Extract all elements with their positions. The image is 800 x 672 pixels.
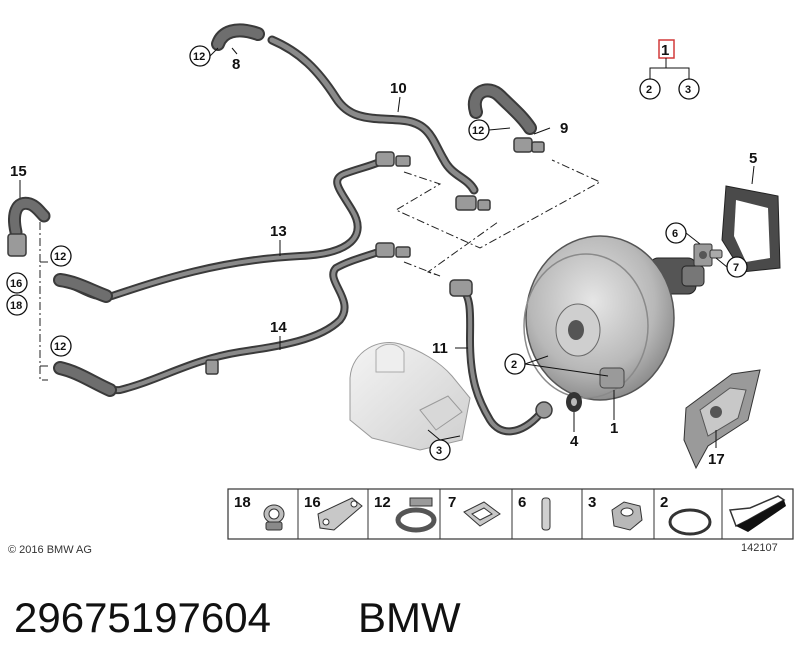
arrow-icon [728,495,786,532]
callout-16 [6,272,28,294]
gasket [721,185,781,273]
part-label-16: 16 [10,278,22,290]
bracket-plate-icon [317,497,363,531]
part-label-8: 8 [232,56,240,73]
legend-strip: 18 16 12 7 6 3 2 [227,488,794,540]
callout-18 [6,294,28,316]
grommet [566,392,582,412]
copyright: © 2016 BMW AG [8,544,92,556]
callout-12-c [50,245,72,267]
part-label-1-mid: 1 [610,420,618,437]
brake-fluid-reservoir [349,342,471,451]
hose-11 [458,286,544,436]
part-label-12-a: 12 [193,51,205,63]
part-label-14: 14 [270,319,287,336]
part-label-12-d: 12 [54,341,66,353]
brand: BMW [358,594,461,641]
part-label-6: 6 [672,228,678,240]
part-number: 29675197604 [14,594,271,641]
pin-bracket [693,243,723,267]
part-label-11: 11 [432,340,448,357]
part-label-2-mid: 2 [511,359,517,371]
legend-label-3: 3 [588,494,596,511]
mounting-bracket [683,369,761,470]
part-label-2-top: 2 [646,84,652,96]
part-label-13: 13 [270,223,287,240]
legend-label-16: 16 [304,494,321,511]
part-label-3-top: 3 [685,84,691,96]
part-label-17: 17 [708,451,725,468]
hose-14 [53,246,388,397]
hose-9 [467,83,537,135]
hex-nut-icon [611,501,643,531]
diagram-number: 142107 [741,542,778,554]
legend-label-6: 6 [518,494,526,511]
spring-clip-icon [463,501,501,527]
legend-label-18: 18 [234,494,251,511]
legend-label-7: 7 [448,494,456,511]
connector-fittings [7,137,553,419]
brake-booster [523,235,705,401]
pin-icon [541,497,551,531]
o-ring-icon [668,508,712,536]
part-label-15: 15 [10,163,27,180]
legend-label-12: 12 [374,494,391,511]
part-label-9: 9 [560,120,568,137]
part-label-18: 18 [10,300,22,312]
part-label-7: 7 [733,262,739,274]
callout-leaders [19,47,755,448]
part-label-12-b: 12 [472,125,484,137]
part-label-12-c: 12 [54,251,66,263]
hose-13 [53,156,388,303]
hose-8 [211,23,265,51]
part-label-1-top: 1 [661,42,669,59]
part-label-10: 10 [390,80,407,97]
hose-10 [267,35,479,195]
legend-label-2: 2 [660,494,668,511]
callout-12-d [50,335,72,357]
hose-15 [8,196,51,239]
hose-clamp-icon [395,497,437,533]
part-label-5: 5 [749,150,757,167]
clip-clamp-icon [263,504,285,531]
part-label-4: 4 [570,433,579,450]
part-label-3-mid: 3 [436,445,442,457]
